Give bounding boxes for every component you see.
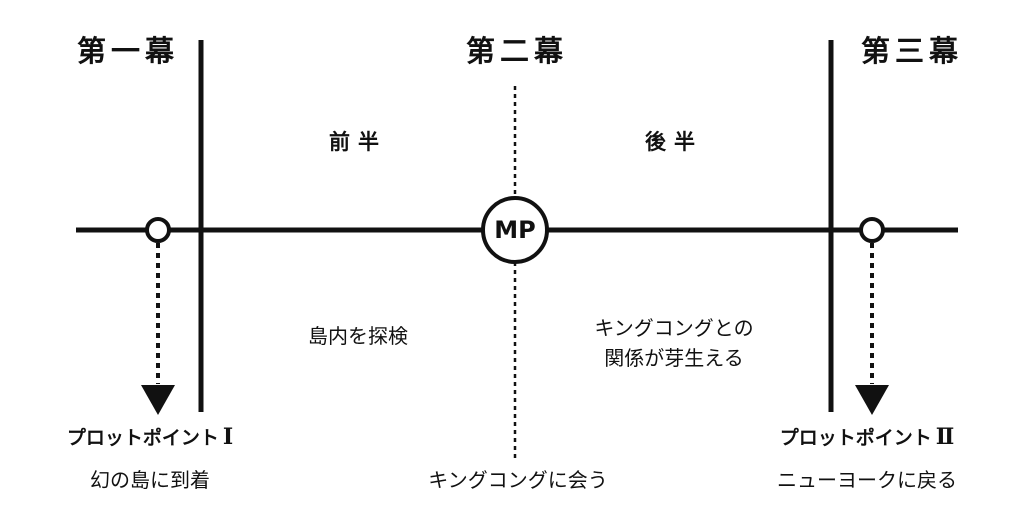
- plot-point-1-caption: 幻の島に到着: [90, 468, 210, 492]
- plot-point-2-title-text: プロットポイント: [779, 427, 932, 449]
- midpoint-circle: [481, 196, 549, 264]
- first-half-event: 島内を探検: [308, 324, 408, 348]
- act1-heading: 第一幕: [76, 34, 180, 68]
- plot-point-2-arrowhead: [855, 385, 889, 415]
- plot-point-1-title-text: プロットポイント: [66, 427, 219, 449]
- second-half-heading: 後半: [645, 130, 703, 154]
- first-half-heading: 前半: [329, 130, 387, 154]
- plot-point-2-marker: [859, 217, 885, 243]
- plot-point-2-caption: ニューヨークに戻る: [777, 468, 957, 492]
- second-half-event-line2: 関係が芽生える: [604, 346, 744, 370]
- act2-heading: 第二幕: [465, 34, 569, 68]
- second-half-event-line1: キングコングとの: [594, 316, 754, 340]
- midpoint-caption: キングコングに会う: [428, 468, 608, 492]
- plot-point-1-numeral: Ⅰ: [222, 424, 234, 450]
- plot-point-1-arrowhead: [141, 385, 175, 415]
- act3-heading: 第三幕: [860, 34, 964, 68]
- plot-point-1-marker: [145, 217, 171, 243]
- plot-point-2-numeral: Ⅱ: [935, 424, 955, 450]
- midpoint-label: MP: [494, 216, 536, 244]
